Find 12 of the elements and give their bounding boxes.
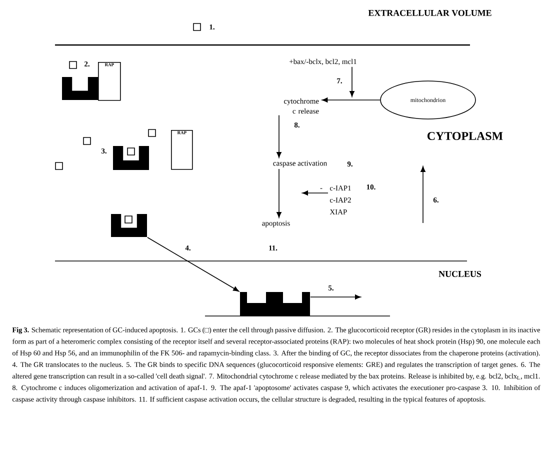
receptor-drawing bbox=[111, 214, 147, 237]
arrow bbox=[276, 114, 282, 158]
arrow bbox=[322, 98, 380, 102]
region-label: EXTRACELLULAR VOLUME bbox=[368, 10, 492, 16]
arrow bbox=[302, 190, 328, 196]
region-label: NUCLEUS bbox=[438, 270, 482, 277]
arrow bbox=[350, 66, 354, 97]
arrow bbox=[276, 168, 282, 218]
arrow bbox=[310, 294, 361, 300]
dna-bound-receptor-drawing bbox=[240, 292, 310, 316]
arrow bbox=[147, 236, 240, 292]
region-label: CYTOPLASM bbox=[428, 132, 503, 140]
